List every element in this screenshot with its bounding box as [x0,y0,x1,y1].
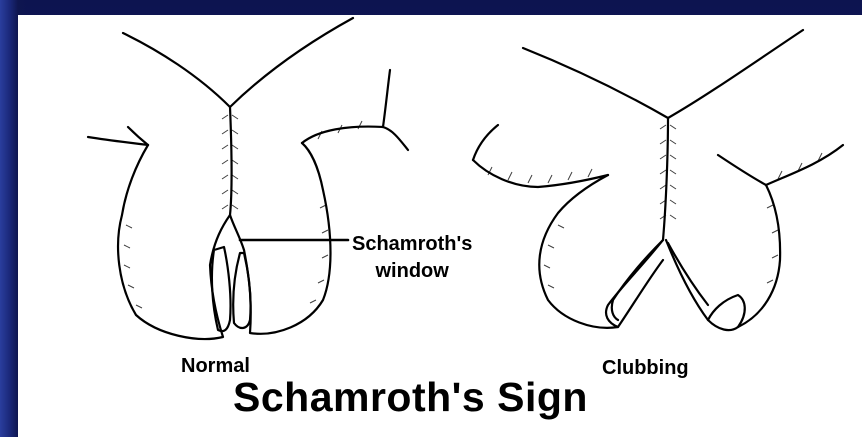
normal-right-finger [230,18,408,334]
slide-title: Schamroth's Sign [233,374,588,421]
normal-left-finger [88,33,232,339]
window-label-line2: window [352,258,472,285]
clubbing-label: Clubbing [602,357,689,380]
window-label-line1: Schamroth's [352,231,472,258]
illustration-panel: Schamroth's window Normal Clubbing Scham… [18,15,862,437]
schamroths-window-label: Schamroth's window [352,231,472,285]
clubbing-left-finger [473,48,668,328]
clubbing-nails [612,240,708,320]
